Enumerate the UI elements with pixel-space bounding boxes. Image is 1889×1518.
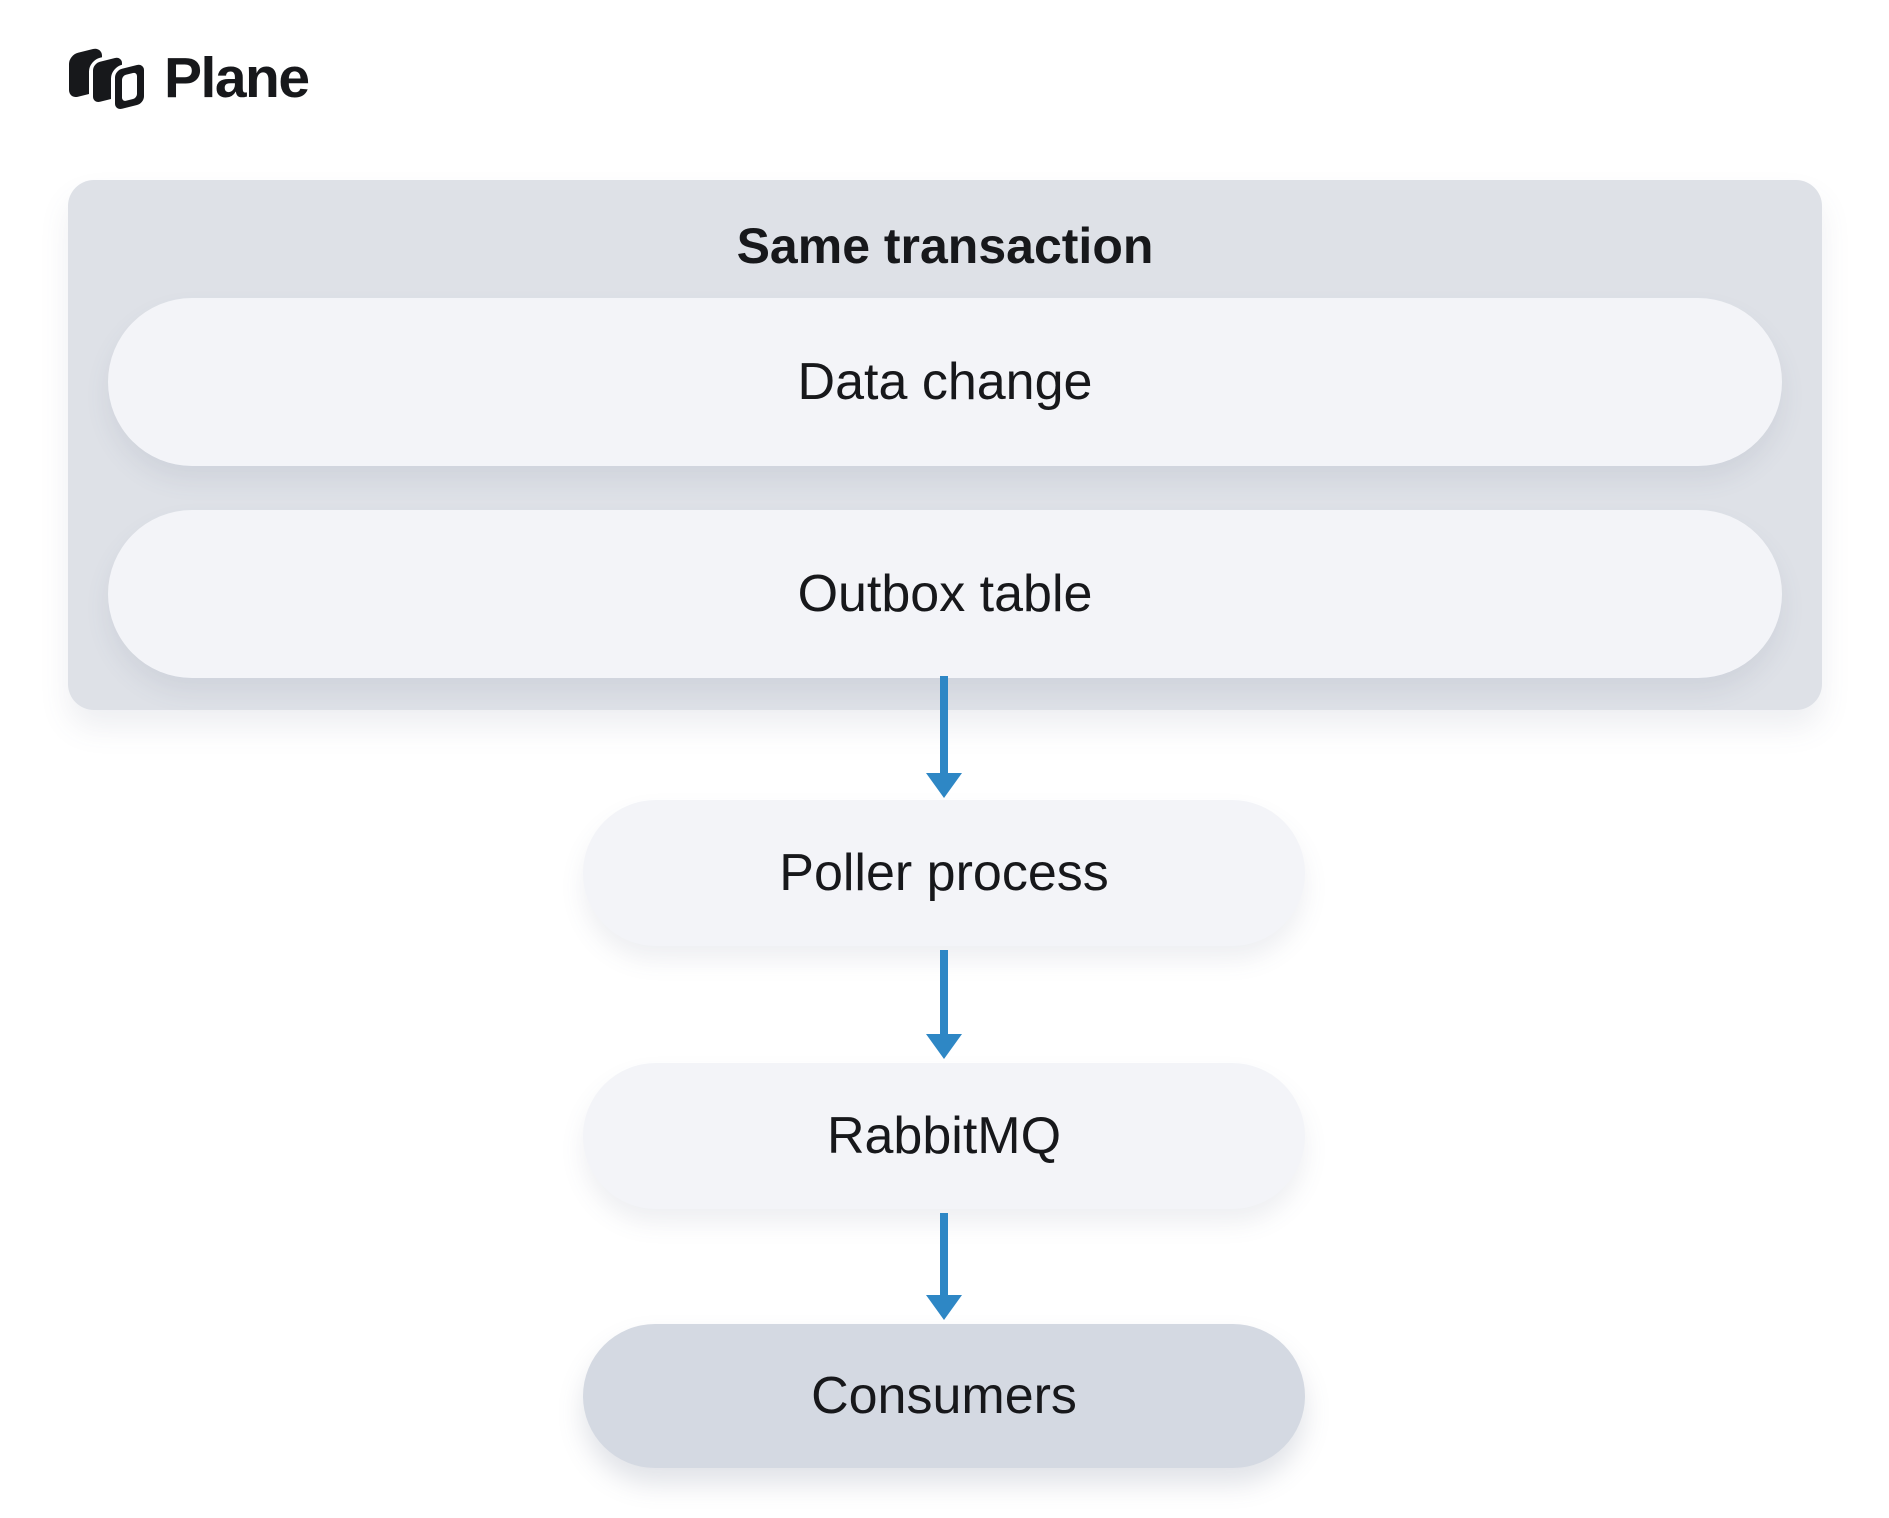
arrow-outbox-to-poller: [925, 676, 963, 798]
brand-name: Plane: [164, 46, 310, 110]
arrow-down-icon: [926, 1034, 962, 1059]
arrow-line: [940, 950, 948, 1034]
node-data-change: Data change: [108, 298, 1782, 466]
arrow-line: [940, 1213, 948, 1295]
node-label: Outbox table: [797, 565, 1093, 623]
same-transaction-group: Same transaction Data change Outbox tabl…: [68, 180, 1822, 710]
plane-logo-icon: [69, 48, 148, 114]
node-consumers: Consumers: [583, 1324, 1305, 1468]
node-label: Poller process: [779, 844, 1109, 902]
arrow-rabbitmq-to-consumers: [925, 1213, 963, 1320]
plane-logo: Plane: [64, 40, 310, 114]
arrow-line: [940, 676, 948, 773]
arrow-poller-to-rabbitmq: [925, 950, 963, 1059]
arrow-down-icon: [926, 1295, 962, 1320]
node-label: Data change: [797, 353, 1093, 411]
arrow-down-icon: [926, 773, 962, 798]
node-rabbitmq: RabbitMQ: [583, 1063, 1305, 1209]
node-outbox-table: Outbox table: [108, 510, 1782, 678]
node-poller-process: Poller process: [583, 800, 1305, 946]
node-label: Consumers: [811, 1367, 1077, 1425]
group-title: Same transaction: [736, 218, 1154, 274]
node-label: RabbitMQ: [826, 1107, 1062, 1165]
